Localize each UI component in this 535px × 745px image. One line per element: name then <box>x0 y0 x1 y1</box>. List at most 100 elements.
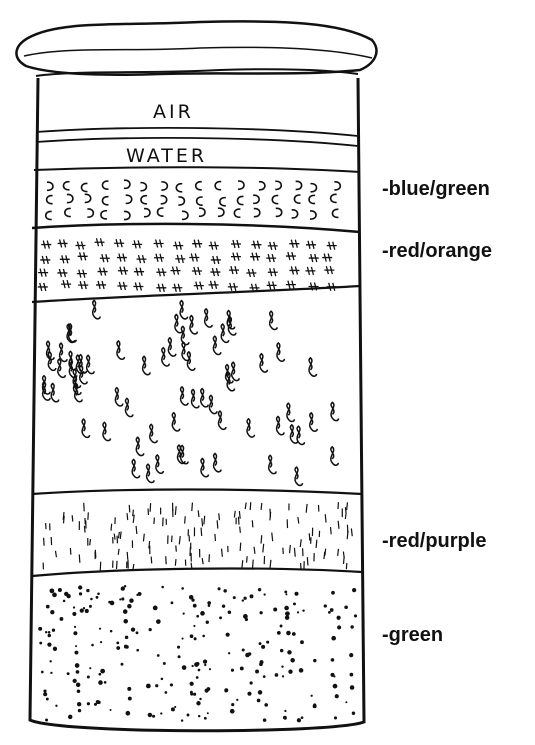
swirl-mark <box>331 194 337 202</box>
dot-mark <box>148 713 153 718</box>
tick-mark <box>136 526 137 534</box>
worm-mark <box>187 352 194 370</box>
dot-mark <box>75 663 80 668</box>
dot-mark <box>240 667 244 671</box>
tick-mark <box>309 533 310 540</box>
tick-mark <box>179 536 180 544</box>
dot-mark <box>275 673 279 677</box>
dot-mark <box>284 590 287 593</box>
dot-mark <box>187 714 190 717</box>
swirl-mark <box>254 209 260 217</box>
dot-mark <box>126 711 131 716</box>
worm-mark <box>87 355 94 373</box>
dot-mark <box>313 704 317 708</box>
tick-mark <box>202 558 203 564</box>
dot-mark <box>76 683 81 688</box>
swirl-mark <box>332 209 338 217</box>
tick-mark <box>64 516 65 524</box>
swirl-mark <box>63 182 69 190</box>
tick-mark <box>79 554 80 562</box>
worm-mark <box>214 453 221 471</box>
dot-mark <box>49 660 51 662</box>
dot-mark <box>79 592 82 595</box>
dot-mark <box>58 588 62 592</box>
dot-mark <box>171 601 174 604</box>
hatch-mark <box>306 241 316 249</box>
tick-mark <box>240 543 241 551</box>
dot-mark <box>121 597 124 600</box>
swirl-mark <box>334 182 340 190</box>
dot-mark <box>261 645 265 649</box>
dot-mark <box>259 662 263 666</box>
worm-mark <box>209 395 216 413</box>
dot-mark <box>127 604 131 608</box>
dot-mark <box>328 611 331 614</box>
dot-mark <box>285 615 290 620</box>
dot-mark <box>226 633 230 637</box>
tick-mark <box>270 509 271 517</box>
dot-mark <box>231 669 234 672</box>
dot-mark <box>334 716 337 719</box>
dot-mark <box>207 601 211 605</box>
dot-mark <box>263 675 266 678</box>
tick-mark <box>239 511 240 519</box>
dot-mark <box>230 709 235 714</box>
worm-mark <box>331 447 338 465</box>
dot-mark <box>63 600 66 603</box>
dot-mark <box>136 631 139 634</box>
tick-mark <box>219 513 220 520</box>
dot-mark <box>193 625 195 627</box>
dot-mark <box>300 640 304 644</box>
worm-mark <box>172 413 179 431</box>
dot-mark <box>222 604 225 607</box>
layer3-layer4-boundary <box>32 490 362 495</box>
tick-mark <box>154 518 155 524</box>
hatch-mark <box>322 254 332 262</box>
dot-mark <box>116 641 119 644</box>
dot-mark <box>73 679 77 683</box>
hatch-mark <box>117 282 127 290</box>
tick-mark <box>191 563 192 569</box>
swirl-mark <box>124 180 130 188</box>
tick-mark <box>176 545 177 551</box>
layer4-layer5-boundary <box>32 569 362 576</box>
dot-mark <box>336 616 340 620</box>
dot-mark <box>121 663 124 666</box>
worm-mark <box>48 352 55 370</box>
layer-label-green: -green <box>382 624 443 647</box>
swirl-mark <box>310 211 316 219</box>
dot-mark <box>352 588 356 592</box>
dot-mark <box>52 593 57 598</box>
tick-mark <box>263 544 264 553</box>
swirl-mark <box>196 182 202 190</box>
hatch-mark <box>38 269 48 277</box>
hatch-mark <box>267 281 277 289</box>
worm-mark <box>168 338 175 356</box>
worm-mark <box>181 387 188 405</box>
dot-mark <box>87 702 90 705</box>
green-layer-texture <box>38 585 357 722</box>
dot-mark <box>250 594 254 598</box>
dot-mark <box>72 612 76 616</box>
tick-mark <box>72 515 73 521</box>
dot-mark <box>89 605 92 608</box>
swirl-mark <box>65 208 71 216</box>
tick-mark <box>242 560 243 568</box>
tick-mark <box>345 507 346 513</box>
tick-mark <box>270 560 271 568</box>
swirl-mark <box>294 195 300 203</box>
dot-mark <box>200 611 205 616</box>
swirl-mark <box>220 198 226 206</box>
swirl-mark <box>157 208 163 216</box>
dot-mark <box>55 705 57 707</box>
dot-mark <box>78 709 81 712</box>
tick-mark <box>185 516 186 523</box>
dot-mark <box>196 615 199 618</box>
worm-mark <box>331 402 338 420</box>
dot-mark <box>228 652 230 654</box>
tick-mark <box>201 528 202 536</box>
tick-mark <box>307 557 308 565</box>
hatch-mark <box>192 240 202 248</box>
hatch-mark <box>94 238 104 246</box>
hatch-mark <box>117 254 127 262</box>
